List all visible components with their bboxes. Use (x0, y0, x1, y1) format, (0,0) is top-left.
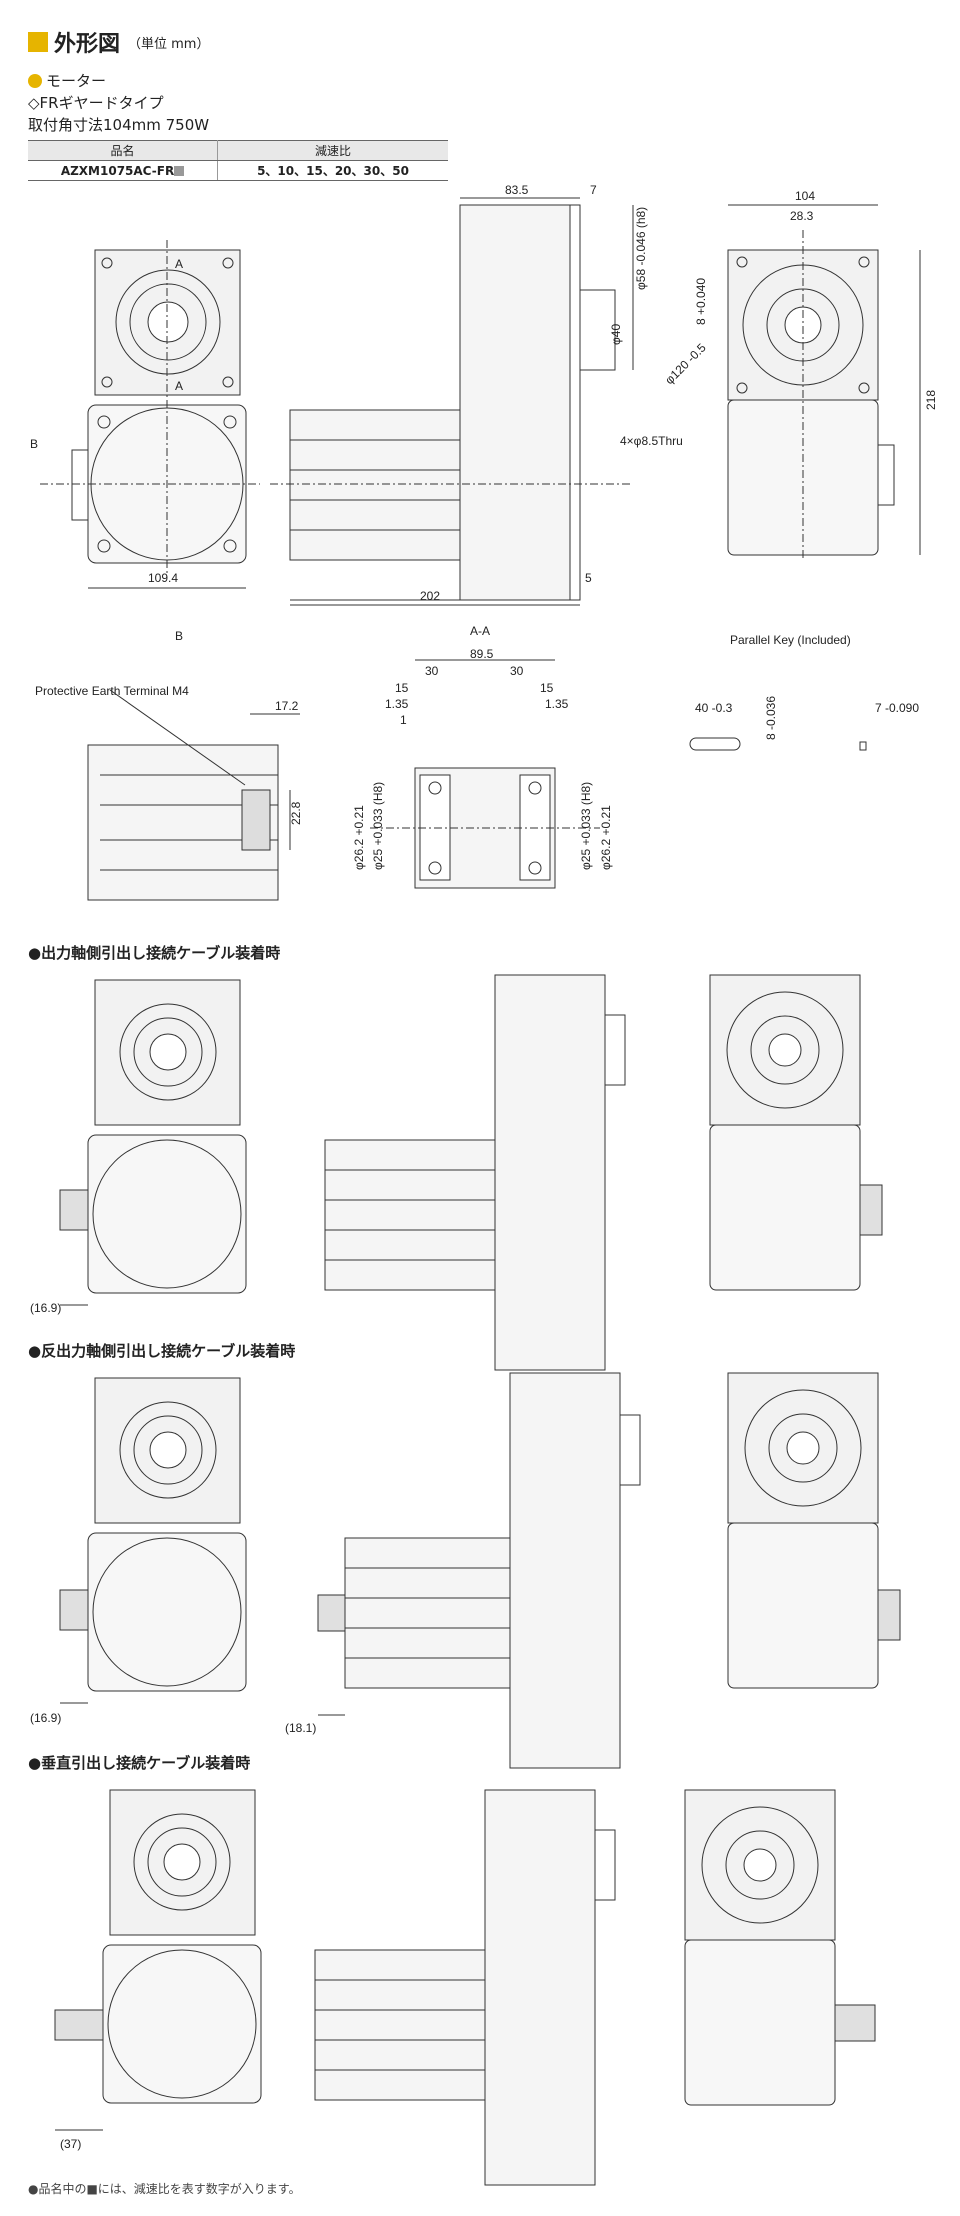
dim-16-9-s2: (16.9) (30, 1711, 61, 1725)
dim-phi26-right: φ26.2 +0.21 (599, 805, 613, 870)
header-marker-icon (28, 32, 48, 52)
dim-phi26-left: φ26.2 +0.21 (352, 805, 366, 870)
dim-1-35-left: 1.35 (385, 697, 409, 711)
spec-ratios: 5、10、15、20、30、50 (217, 160, 448, 181)
dim-22-8: 22.8 (289, 801, 303, 825)
size-label: 取付角寸法104mm 750W (28, 116, 210, 134)
key-dim-7: 7 -0.090 (875, 701, 919, 715)
label-b: B (30, 437, 38, 451)
dim-89-5: 89.5 (470, 647, 494, 661)
s1-flange (709, 974, 883, 1291)
dim-218: 218 (924, 390, 938, 410)
label-a-top: A (175, 257, 183, 271)
s3-side (314, 1789, 616, 2186)
dim-1: 1 (400, 713, 407, 727)
dim-5: 5 (585, 571, 592, 585)
dim-37: (37) (60, 2137, 81, 2151)
dim-30-right: 30 (510, 664, 524, 678)
s2-front (59, 1377, 247, 1692)
dim-104: 104 (795, 189, 815, 203)
unit-note: （単位 mm） (128, 36, 210, 52)
dim-15-left: 15 (395, 681, 409, 695)
s2-flange (727, 1372, 901, 1689)
dim-phi25-left: φ25 +0.033 (H8) (371, 782, 385, 870)
section-output-side: ●出力軸側引出し接続ケーブル装着時 (28, 944, 281, 962)
s3-front (54, 1789, 262, 2104)
view-aa-title: A-A (470, 624, 490, 638)
dim-109-4: 109.4 (148, 571, 178, 585)
dim-17-2: 17.2 (275, 699, 299, 713)
s1-front (59, 979, 247, 1294)
bullet-icon (28, 74, 42, 88)
pe-terminal-label: Protective Earth Terminal M4 (35, 684, 189, 698)
dim-16-9-s1: (16.9) (30, 1301, 61, 1315)
section-opposite-side: ●反出力軸側引出し接続ケーブル装着時 (28, 1342, 296, 1360)
placeholder-square-icon (174, 165, 185, 176)
s1-side (324, 974, 626, 1371)
dim-30-left: 30 (425, 664, 439, 678)
flange-view (727, 249, 895, 556)
dim-15-right: 15 (540, 681, 554, 695)
dim-phi120: φ120 -0.5 (662, 340, 709, 387)
figure-header: 外形図 （単位 mm） (28, 26, 209, 58)
side-view (289, 204, 616, 601)
dim-phi25-right: φ25 +0.033 (H8) (579, 782, 593, 870)
view-b-title: B (175, 629, 183, 643)
dim-1-35-right: 1.35 (545, 697, 569, 711)
key-dim-40: 40 -0.3 (695, 701, 733, 715)
label-a-bottom: A (175, 379, 183, 393)
dim-83-5: 83.5 (505, 183, 529, 197)
type-label: ◇FRギヤードタイプ (28, 94, 164, 112)
dim-8: 8 +0.040 (694, 278, 708, 325)
dim-phi58: φ58 -0.046 (h8) (634, 207, 648, 290)
footnote: ●品名中の■には、減速比を表す数字が入ります。 (28, 2182, 301, 2196)
key-dim-8: 8 -0.036 (764, 696, 778, 740)
dim-thru: 4×φ8.5Thru (620, 434, 683, 448)
page-title: 外形図 (54, 32, 121, 57)
spec-header-name: 品名 (28, 140, 219, 161)
dim-202: 202 (420, 589, 440, 603)
dim-18-1: (18.1) (285, 1721, 316, 1735)
dim-7: 7 (590, 183, 597, 197)
category-label: モーター (28, 70, 106, 91)
section-vertical: ●垂直引出し接続ケーブル装着時 (28, 1754, 251, 1772)
parallel-key (689, 737, 867, 751)
b-view (87, 744, 279, 901)
s2-side (317, 1372, 641, 1769)
spec-model: AZXM1075AC-FR (28, 160, 219, 181)
dim-28-3: 28.3 (790, 209, 814, 223)
s3-flange (684, 1789, 876, 2106)
dim-phi40: φ40 (609, 324, 623, 345)
key-title: Parallel Key (Included) (730, 633, 851, 647)
